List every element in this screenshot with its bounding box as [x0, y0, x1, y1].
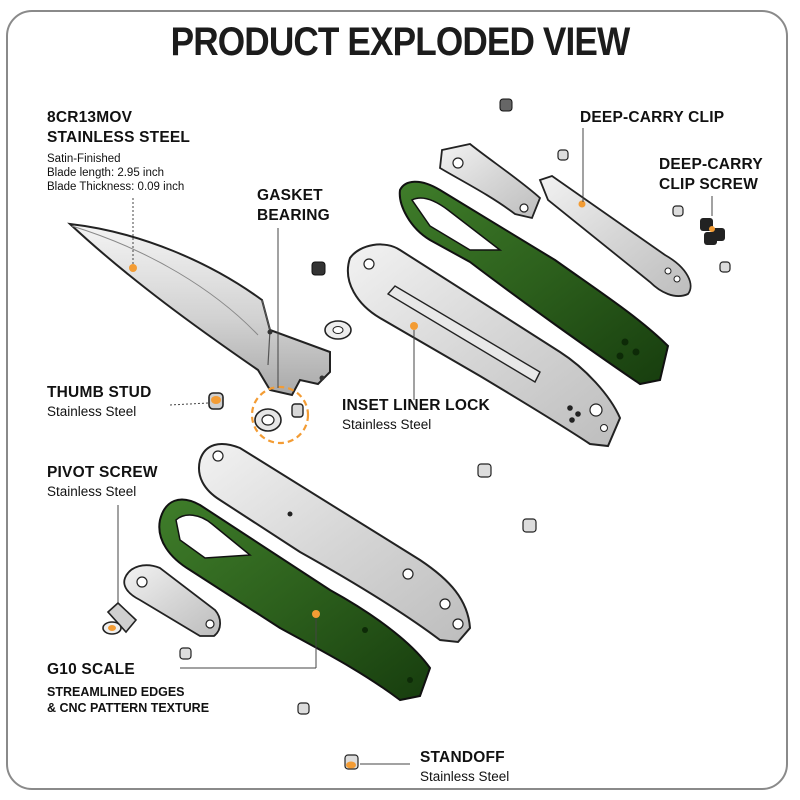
- g10-scale-heading: G10 SCALE: [47, 660, 209, 680]
- gasket-heading-1: GASKET: [257, 186, 330, 206]
- gasket-heading-2: BEARING: [257, 206, 330, 226]
- thumb-stud-label: THUMB STUD Stainless Steel: [47, 383, 151, 420]
- clip-screw-heading-1: DEEP-CARRY: [659, 155, 763, 175]
- pivot-screw-sub: Stainless Steel: [47, 483, 158, 500]
- blade-part: [70, 224, 330, 395]
- blade-line-2: Blade length: 2.95 inch: [47, 166, 190, 180]
- clip-screws-part: [673, 196, 730, 272]
- g10-scale-sub-1: STREAMLINED EDGES: [47, 684, 209, 700]
- clip-heading: DEEP-CARRY CLIP: [580, 108, 724, 128]
- blade-heading-2: STAINLESS STEEL: [47, 128, 190, 148]
- deep-carry-clip-label: DEEP-CARRY CLIP: [580, 108, 724, 128]
- thumb-stud-part: [170, 393, 223, 409]
- thumb-stud-heading: THUMB STUD: [47, 383, 151, 403]
- gasket-bearing-label: GASKET BEARING: [257, 186, 330, 226]
- blade-label: 8CR13MOV STAINLESS STEEL Satin-Finished …: [47, 108, 190, 194]
- pivot-screw-label: PIVOT SCREW Stainless Steel: [47, 463, 158, 500]
- standoff-sub: Stainless Steel: [420, 768, 509, 785]
- clip-screw-heading-2: CLIP SCREW: [659, 175, 763, 195]
- thumb-stud-sub: Stainless Steel: [47, 403, 151, 420]
- blade-heading-1: 8CR13MOV: [47, 108, 190, 128]
- clip-screw-label: DEEP-CARRY CLIP SCREW: [659, 155, 763, 195]
- blade-line-3: Blade Thickness: 0.09 inch: [47, 180, 190, 194]
- pivot-screw-heading: PIVOT SCREW: [47, 463, 158, 483]
- g10-scale-sub-2: & CNC PATTERN TEXTURE: [47, 700, 209, 716]
- liner-lock-sub: Stainless Steel: [342, 416, 490, 433]
- liner-lock-heading: INSET LINER LOCK: [342, 396, 490, 416]
- blade-line-1: Satin-Finished: [47, 152, 190, 166]
- liner-lock-label: INSET LINER LOCK Stainless Steel: [342, 396, 490, 433]
- standoff-part: [345, 755, 410, 769]
- standoff-heading: STANDOFF: [420, 748, 509, 768]
- page-title: PRODUCT EXPLODED VIEW: [48, 20, 752, 65]
- standoff-label: STANDOFF Stainless Steel: [420, 748, 509, 785]
- g10-scale-label: G10 SCALE STREAMLINED EDGES & CNC PATTER…: [47, 660, 209, 716]
